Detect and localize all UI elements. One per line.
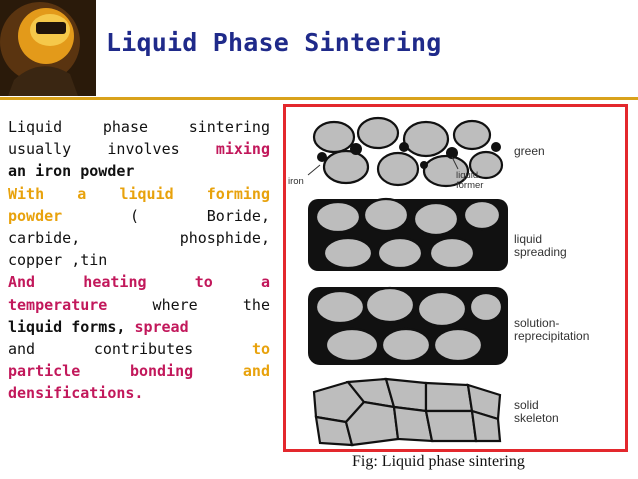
body-paragraph: Liquid phase sintering usually involves … (8, 116, 270, 405)
body-line-1: Liquid phase sintering (8, 118, 270, 136)
stage-label-liquid-spreading: liquid spreading (514, 232, 567, 259)
body-line-3: an iron powder (8, 162, 135, 181)
body-line-12: particle bonding and (8, 362, 270, 381)
slide-title: Liquid Phase Sintering (106, 28, 442, 57)
body-line-8: And heating to a (8, 273, 270, 292)
title-bar (96, 0, 638, 96)
body-line-13: densifications. (8, 384, 144, 403)
welder-mask-icon (0, 0, 96, 96)
title-divider (0, 97, 638, 100)
body-line-9: temperature where the (8, 295, 270, 314)
label-iron: iron (288, 176, 304, 187)
stage-reprecipitation-particles (314, 286, 504, 363)
stage-spreading-particles (314, 197, 502, 270)
label-liquid-former: liquid former (456, 170, 484, 191)
body-line-5: powder ( Boride, (8, 206, 270, 225)
sintering-stages-diagram (307, 116, 508, 447)
figure-caption: Fig: Liquid phase sintering (352, 453, 525, 470)
liquid-former-dots (317, 142, 501, 169)
stage-label-solution-reprecipitation: solution-reprecipitation (514, 316, 590, 343)
body-line-10: liquid forms, spread (8, 317, 189, 336)
stage-skeleton-particles (312, 377, 502, 447)
body-line-4: With a liquid forming (8, 184, 270, 203)
stage-label-solid-skeleton: solid skeleton (514, 398, 559, 425)
body-line-7: copper ,tin (8, 251, 108, 270)
body-line-2: usually involves mixing (8, 140, 270, 159)
stage-label-green: green (514, 144, 545, 158)
sintering-figure: green iron liquid former liquid spreadin… (283, 104, 628, 452)
stage-green-particles (312, 116, 504, 188)
body-line-6: carbide, phosphide, (8, 229, 270, 248)
body-line-11: and contributes to (8, 340, 270, 359)
